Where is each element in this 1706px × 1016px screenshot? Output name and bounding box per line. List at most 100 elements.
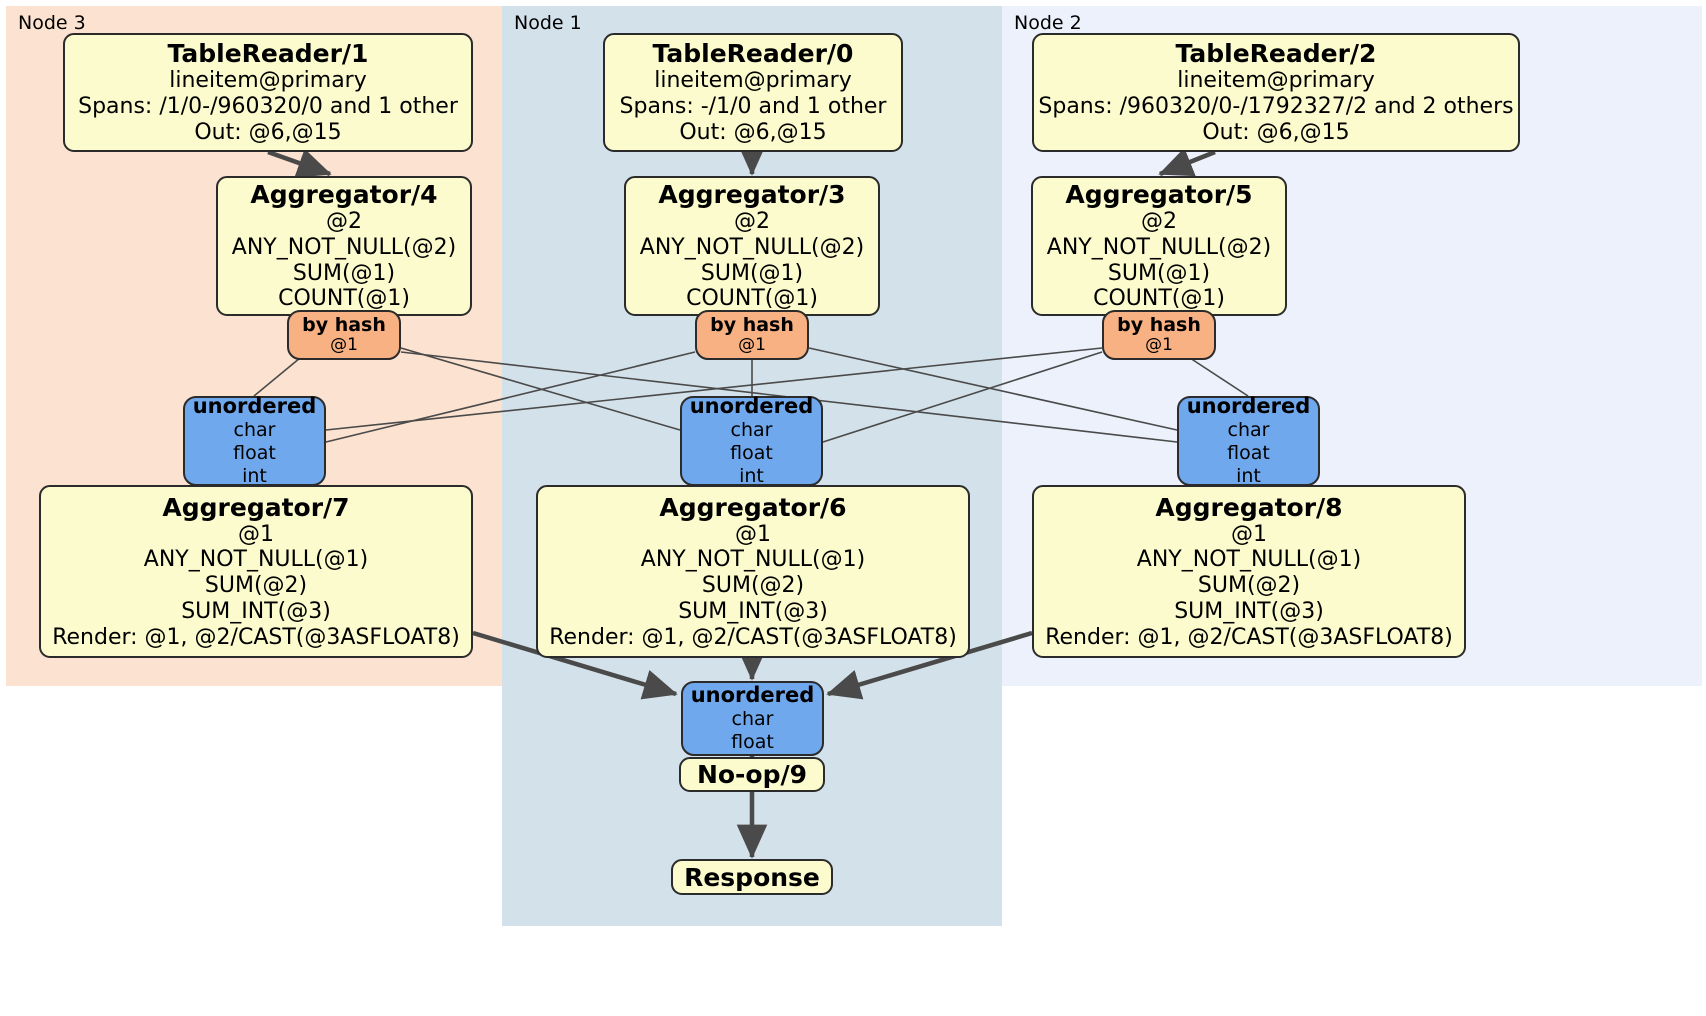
node-title: Aggregator/4 — [250, 180, 438, 210]
node-detail-line: @1 — [238, 521, 274, 547]
node-detail-line: char — [731, 708, 774, 731]
node-detail-line: COUNT(@1) — [1093, 286, 1225, 312]
node-detail-line: int — [1236, 464, 1261, 487]
node-detail-line: Spans: /960320/0-/1792327/2 and 2 others — [1038, 94, 1514, 120]
edge-hash5-to-ro6 — [822, 351, 1103, 443]
node-title: TableReader/1 — [167, 39, 369, 69]
node-detail-line: SUM(@2) — [204, 573, 308, 599]
node-detail-line: @2 — [326, 209, 362, 235]
node-title: Aggregator/5 — [1065, 180, 1253, 210]
node-detail-line: @1 — [330, 335, 358, 356]
node-detail-line: SUM(@2) — [701, 573, 805, 599]
node-detail-line: lineitem@primary — [169, 68, 367, 94]
edge-hash3-to-ro8 — [808, 347, 1178, 431]
node-detail-line: Render: @1, @2/CAST(@3ASFLOAT8) — [549, 624, 957, 650]
edge-agg8-to-rofinal — [826, 630, 1033, 700]
node-title: by hash — [1117, 314, 1201, 337]
node-title: No-op/9 — [696, 760, 808, 789]
node-title: Aggregator/6 — [659, 492, 847, 522]
node-detail-line: float — [731, 730, 774, 753]
node-detail-line: SUM(@1) — [700, 260, 804, 286]
node-detail-line: float — [1227, 441, 1270, 464]
node-detail-line: @1 — [1145, 335, 1173, 356]
node-title: by hash — [710, 314, 794, 337]
node-detail-line: @1 — [738, 335, 766, 356]
node-detail-line: ANY_NOT_NULL(@2) — [639, 234, 865, 260]
node-detail-line: SUM(@1) — [292, 260, 396, 286]
node-detail-line: @1 — [1231, 521, 1267, 547]
edge-hash3-to-ro7 — [325, 351, 696, 443]
node-detail-line: @2 — [734, 209, 770, 235]
node-title: Aggregator/7 — [162, 492, 350, 522]
node-title: unordered — [192, 394, 317, 419]
node-detail-line: char — [1227, 419, 1270, 442]
node-detail-line: ANY_NOT_NULL(@2) — [1046, 234, 1272, 260]
node-detail-line: SUM_INT(@3) — [678, 598, 828, 624]
node-detail-line: int — [739, 464, 764, 487]
node-title: Aggregator/3 — [658, 180, 846, 210]
node-detail-line: SUM(@1) — [1107, 260, 1211, 286]
node-detail-line: @1 — [735, 521, 771, 547]
node-detail-line: COUNT(@1) — [686, 286, 818, 312]
node-region-label: Node 2 — [1014, 12, 1082, 34]
node-detail-line: float — [233, 441, 276, 464]
output-router-hash4[interactable]: by hash@1 — [287, 310, 401, 360]
node-detail-line: SUM(@2) — [1197, 573, 1301, 599]
output-router-hash5[interactable]: by hash@1 — [1102, 310, 1216, 360]
output-router-hash3[interactable]: by hash@1 — [695, 310, 809, 360]
edge-hash5-to-ro8 — [1189, 357, 1249, 397]
flow-edges — [267, 141, 1216, 859]
node-title: unordered — [690, 683, 815, 708]
processor-noop9[interactable]: No-op/9 — [679, 757, 825, 792]
node-detail-line: Out: @6,@15 — [679, 119, 827, 145]
node-title: TableReader/2 — [1175, 39, 1377, 69]
node-detail-line: float — [730, 441, 773, 464]
node-title: by hash — [302, 314, 386, 337]
node-detail-line: Spans: -/1/0 and 1 other — [619, 94, 887, 120]
node-detail-line: char — [233, 419, 276, 442]
node-region-label: Node 1 — [514, 12, 582, 34]
node-detail-line: SUM_INT(@3) — [1174, 598, 1324, 624]
node-title: Aggregator/8 — [1155, 492, 1343, 522]
node-title: unordered — [689, 394, 814, 419]
node-detail-line: char — [730, 419, 773, 442]
node-detail-line: Out: @6,@15 — [194, 119, 342, 145]
node-detail-line: COUNT(@1) — [278, 286, 410, 312]
edge-hash5-to-ro7 — [325, 347, 1103, 431]
node-detail-line: Render: @1, @2/CAST(@3ASFLOAT8) — [1045, 624, 1453, 650]
processor-response[interactable]: Response — [671, 859, 833, 895]
node-detail-line: ANY_NOT_NULL(@1) — [143, 547, 369, 573]
node-detail-line: Render: @1, @2/CAST(@3ASFLOAT8) — [52, 624, 460, 650]
node-detail-line: @2 — [1141, 209, 1177, 235]
edge-tr1-to-agg4 — [267, 148, 332, 178]
edge-agg7-to-rofinal — [472, 630, 678, 700]
node-detail-line: Out: @6,@15 — [1202, 119, 1350, 145]
node-title: unordered — [1186, 394, 1311, 419]
node-region-label: Node 3 — [18, 12, 86, 34]
node-detail-line: lineitem@primary — [1177, 68, 1375, 94]
node-detail-line: lineitem@primary — [654, 68, 852, 94]
node-detail-line: ANY_NOT_NULL(@1) — [640, 547, 866, 573]
node-detail-line: int — [242, 464, 267, 487]
node-detail-line: Spans: /1/0-/960320/0 and 1 other — [78, 94, 458, 120]
node-detail-line: ANY_NOT_NULL(@2) — [231, 234, 457, 260]
node-detail-line: SUM_INT(@3) — [181, 598, 331, 624]
node-detail-line: ANY_NOT_NULL(@1) — [1136, 547, 1362, 573]
node-title: TableReader/0 — [652, 39, 854, 69]
node-title: Response — [684, 862, 820, 892]
edge-hash4-to-ro7 — [253, 357, 301, 397]
